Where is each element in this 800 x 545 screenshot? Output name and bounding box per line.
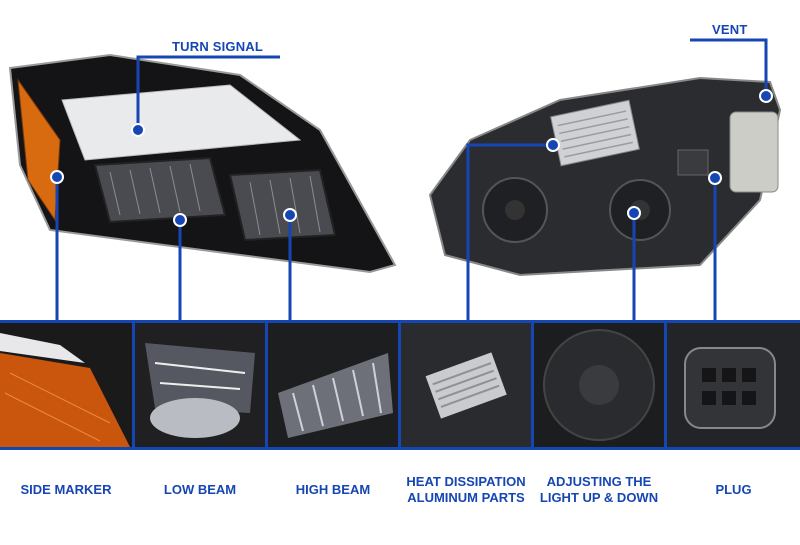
detail-tile-heat-dissipation	[401, 320, 531, 450]
callout-lines	[55, 38, 768, 320]
detail-tile-plug	[667, 320, 800, 450]
detail-tile-adjuster	[534, 320, 664, 450]
caption-heat-dissipation: HEAT DISSIPATION ALUMINUM PARTS	[406, 474, 526, 505]
detail-tile-low-beam	[135, 320, 265, 450]
front-headlight-image	[8, 53, 397, 274]
vent-label: VENT	[712, 22, 748, 37]
caption-side-marker: SIDE MARKER	[20, 482, 112, 497]
caption-low-beam: LOW BEAM	[163, 482, 237, 497]
callout-dots	[50, 89, 773, 227]
rear-headlight-image	[428, 76, 782, 277]
detail-tile-side-marker	[0, 320, 132, 450]
caption-adjusting: ADJUSTING THE LIGHT UP & DOWN	[539, 474, 659, 505]
turn-signal-label: TURN SIGNAL	[172, 39, 264, 54]
detail-tile-high-beam	[268, 320, 398, 450]
caption-high-beam: HIGH BEAM	[295, 482, 371, 497]
caption-plug: PLUG	[715, 482, 752, 497]
